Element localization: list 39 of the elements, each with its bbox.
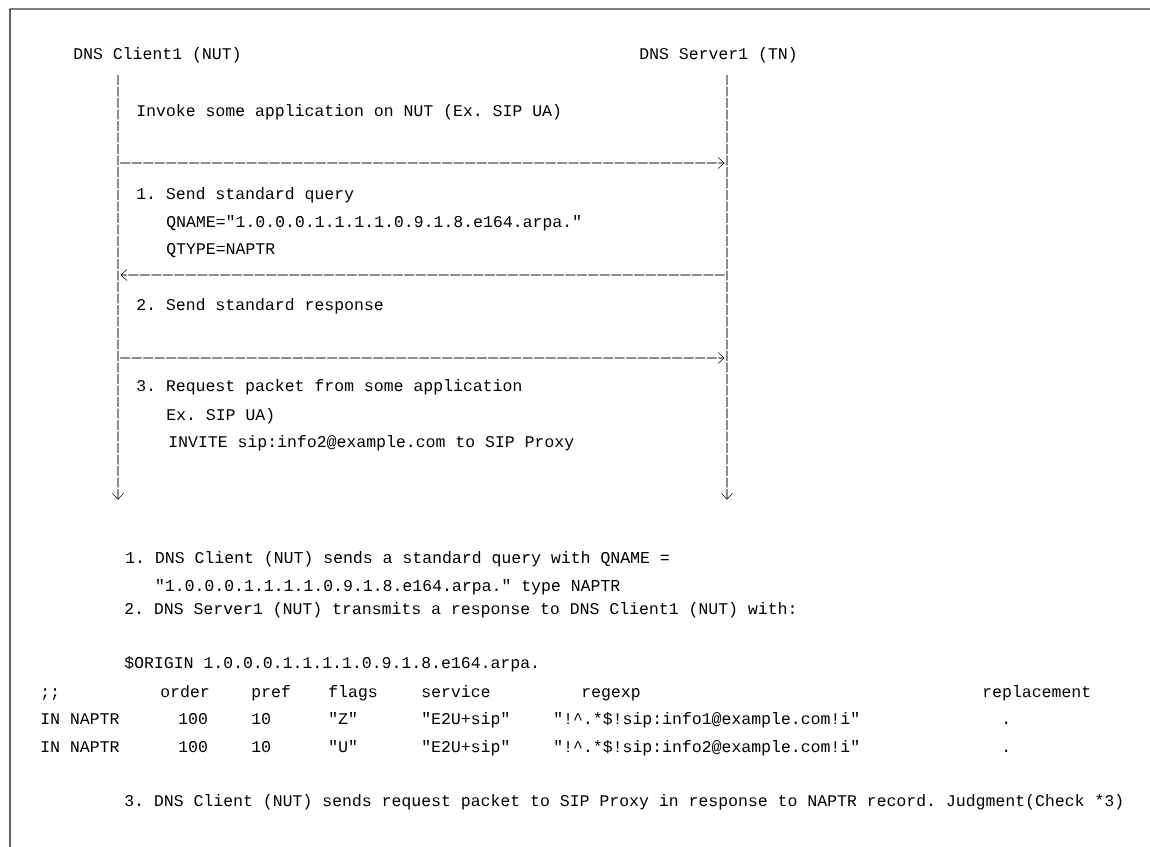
- participant-label: DNS Server1 (TN): [640, 47, 795, 63]
- record-text: "!^.*$!sip:info1@example.com!i": [555, 712, 858, 728]
- record-text: "!^.*$!sip:info2@example.com!i": [555, 740, 858, 756]
- record-text: service: [422, 685, 490, 698]
- record-text: pref: [252, 685, 290, 701]
- record-text: order: [161, 685, 209, 698]
- record-text: 10: [252, 712, 270, 725]
- record-text: IN NAPTR: [41, 741, 119, 752]
- record-text: 10: [252, 740, 270, 753]
- lifeline-arrow: [721, 74, 733, 500]
- message-label: Ex. SIP UA): [167, 408, 273, 424]
- record-text: flags: [329, 685, 377, 701]
- lifeline-arrow: [112, 74, 124, 500]
- record-text: 100: [179, 740, 207, 753]
- record-text: ;;: [43, 688, 57, 700]
- note-text: 3. DNS Client (NUT) sends request packet to SIP Proxy in response to NAPTR record. Judgment(Check *3): [125, 794, 1122, 810]
- record-text: "E2U+sip": [423, 712, 509, 728]
- record-text: "Z": [330, 712, 356, 724]
- note-text: 2. DNS Server1 (NUT) transmits a response to DNS Client1 (NUT) with:: [125, 602, 794, 618]
- record-text: "E2U+sip": [423, 740, 509, 756]
- record-text: replacement: [984, 685, 1090, 701]
- record-text: IN NAPTR: [41, 713, 119, 724]
- record-text: "U": [330, 740, 356, 753]
- message-arrow: [119, 157, 725, 169]
- message-label: QNAME="1.0.0.0.1.1.1.1.0.9.1.8.e164.arpa.": [167, 215, 580, 231]
- note-text: $ORIGIN 1.0.0.0.1.1.1.1.0.9.1.8.e164.arpa.: [124, 656, 536, 672]
- message-arrow: [120, 269, 726, 281]
- participant-label: DNS Client1 (NUT): [74, 47, 239, 63]
- message-label: 3. Request packet from some application: [137, 379, 521, 395]
- message-label: 2. Send standard response: [137, 298, 383, 314]
- record-text: .: [1005, 749, 1008, 752]
- record-text: .: [1005, 721, 1008, 724]
- record-text: regexp: [583, 688, 640, 701]
- note-text: 1. DNS Client (NUT) sends a standard query with QNAME = "1.0.0.0.1.1.1.1.0.9.1.8.e164.arpa." type NAPTR: [126, 551, 669, 595]
- record-text: 100: [179, 712, 207, 725]
- message-label: 1. Send standard query: [137, 187, 354, 203]
- message-arrow: [119, 352, 725, 364]
- message-label: QTYPE=NAPTR: [167, 242, 275, 258]
- message-label: INVITE sip:info2@example.com to SIP Proxy: [169, 435, 574, 451]
